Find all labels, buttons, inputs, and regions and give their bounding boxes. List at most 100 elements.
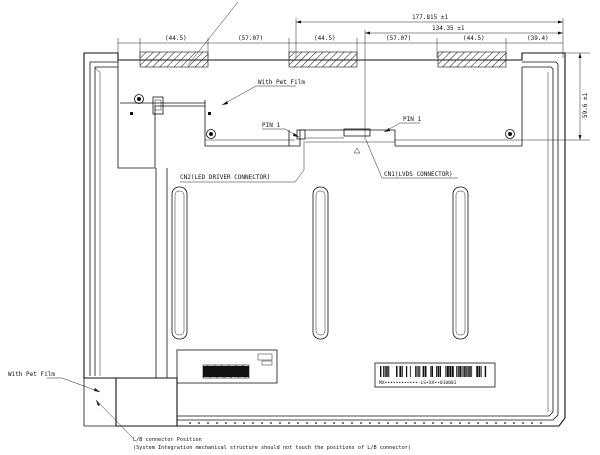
edge-dot [468, 422, 470, 424]
barcode-bar [484, 366, 487, 377]
pin1-right-callout: PIN 1 [383, 116, 421, 133]
bottom-edge-dots [189, 422, 542, 424]
edge-dot [189, 422, 191, 424]
segment-label-4: (57.07) [386, 35, 411, 42]
edge-dot [324, 422, 326, 424]
barcode-bar [416, 366, 418, 377]
edge-dot [423, 422, 425, 424]
lb-connector-callout: L/B connector Position (System Integrati… [95, 399, 411, 451]
dimension-height: 59.6 ±1 [522, 52, 590, 141]
edge-dot [432, 422, 434, 424]
edge-dot [315, 422, 317, 424]
barcode-bar [409, 366, 411, 377]
barcode-bar [396, 366, 398, 377]
lb-note-label: (System Integration mechanical structure… [133, 445, 411, 451]
edge-dot [495, 422, 497, 424]
barcode-bar [388, 366, 390, 377]
edge-dot [369, 422, 371, 424]
barcode-bar [386, 366, 388, 377]
barcode-bar [424, 366, 427, 377]
pin1-left-callout: PIN 1 [262, 122, 300, 138]
edge-dot [441, 422, 443, 424]
segment-label-2: (57.07) [238, 35, 263, 42]
barcode-bar [402, 366, 403, 377]
edge-dot [459, 422, 461, 424]
hatch-block-right [437, 51, 507, 68]
lb-position-label: L/B connector Position [133, 437, 202, 443]
barcode-bar [457, 366, 459, 377]
edge-dot [540, 422, 542, 424]
hatch-block-left [139, 51, 209, 68]
pin1-left-label: PIN 1 [262, 122, 280, 129]
barcode-bar [430, 366, 431, 377]
edge-dot [261, 422, 263, 424]
barcode-bar [476, 366, 478, 377]
cn2-callout: CN2(LED DRIVER CONNECTOR) [180, 141, 305, 183]
barcode-bar [431, 366, 433, 377]
edge-dot [306, 422, 308, 424]
edge-dot [252, 422, 254, 424]
barcode-bar [464, 366, 466, 377]
serial-number: MX••••••••••••-LS•XX••010001 [379, 380, 457, 386]
barcode-bars [380, 366, 487, 377]
edge-dot [207, 422, 209, 424]
edge-dot [288, 422, 290, 424]
barcode-bar [456, 366, 458, 377]
edge-dot [198, 422, 200, 424]
edge-dot [387, 422, 389, 424]
edge-dot [477, 422, 479, 424]
edge-dot [333, 422, 335, 424]
edge-dot [486, 422, 488, 424]
barcode-bar [399, 366, 402, 377]
vertical-slots [171, 186, 469, 340]
barcode-bar [461, 366, 463, 377]
right-span-label: 134.35 ±1 [432, 25, 465, 32]
edge-dot [297, 422, 299, 424]
edge-dot [405, 422, 407, 424]
panel-frame [83, 52, 566, 427]
pet-film-top-callout: With Pet Film [221, 79, 305, 106]
pet-film-top-label: With Pet Film [258, 79, 305, 86]
edge-dot [378, 422, 380, 424]
edge-dot [504, 422, 506, 424]
barcode-bar [449, 366, 452, 377]
barcode-bar [384, 366, 386, 377]
barcode-bar [466, 366, 467, 377]
edge-dot [351, 422, 353, 424]
cn1-callout: CN1(LVDS CONNECTOR) [365, 139, 458, 179]
barcode-bar [467, 366, 469, 377]
barcode-bar [405, 366, 408, 377]
cn2-label: CN2(LED DRIVER CONNECTOR) [180, 174, 270, 181]
barcode-bar [437, 366, 440, 377]
pet-film-left-callout: With Pet Film [8, 371, 101, 393]
edge-dot [531, 422, 533, 424]
barcode-bar [471, 366, 473, 377]
dimension-overall-width: 177.815 ±1 [295, 14, 564, 58]
flex-cable [155, 168, 168, 378]
edge-dot [513, 422, 515, 424]
dimension-right-span: 134.35 ±1 [364, 25, 563, 140]
barcode-bar [469, 366, 471, 377]
barcode-bar [480, 366, 482, 377]
overall-width-label: 177.815 ±1 [412, 14, 449, 21]
pet-film-left-label: With Pet Film [8, 371, 55, 378]
barcode-bar [478, 366, 481, 377]
edge-dot [216, 422, 218, 424]
height-label: 59.6 ±1 [582, 92, 589, 118]
edge-dot [396, 422, 398, 424]
edge-dot [360, 422, 362, 424]
barcode-bar [383, 366, 385, 377]
segment-label-1: (44.5) [165, 35, 187, 42]
barcode-bar [380, 366, 382, 377]
barcode-bar [445, 366, 447, 377]
pin1-right-label: PIN 1 [403, 116, 421, 123]
cn1-label: CN1(LVDS CONNECTOR) [384, 171, 453, 178]
barcode-bar [436, 366, 438, 377]
edge-dot [243, 422, 245, 424]
barcode-label: MX••••••••••••-LS•XX••010001 [374, 362, 496, 388]
barcode-bar [422, 366, 425, 377]
edge-dot [225, 422, 227, 424]
edge-dot [279, 422, 281, 424]
barcode-bar [451, 366, 454, 377]
edge-dot [342, 422, 344, 424]
